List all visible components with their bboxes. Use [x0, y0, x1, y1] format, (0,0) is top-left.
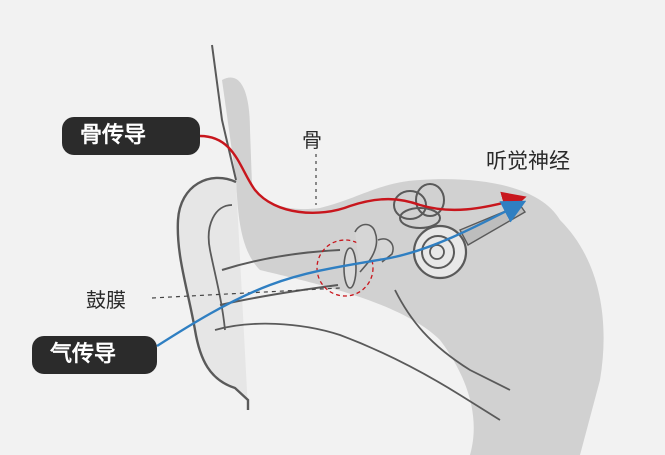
cochlea-inner: [429, 244, 445, 260]
bone-label: 骨: [302, 128, 322, 152]
eardrum-highlight-circle: [316, 239, 374, 297]
skull-bone-region: [222, 77, 604, 455]
eardrum-membrane: [343, 247, 357, 289]
semicircular-canal-2: [415, 183, 445, 217]
cochlea-mid: [421, 235, 455, 269]
eardrum-leader-line: [151, 287, 341, 299]
ear-canal-top: [221, 249, 341, 271]
lower-outline: [214, 322, 501, 421]
bone-conduction-path: [199, 134, 527, 215]
skin-outline: [211, 44, 237, 181]
semicircular-canal-3: [399, 207, 441, 229]
bone-conduction-label: 骨传导: [62, 117, 200, 155]
air-conduction-label: 气传导: [32, 336, 157, 374]
auditory-nerve-label: 听觉神经: [486, 149, 570, 173]
eustachian-tube: [394, 289, 511, 391]
air-conduction-path: [156, 200, 527, 348]
eardrum-label: 鼓膜: [86, 288, 126, 312]
outer-ear-pinna: [176, 176, 250, 410]
semicircular-canal-1: [393, 190, 427, 220]
